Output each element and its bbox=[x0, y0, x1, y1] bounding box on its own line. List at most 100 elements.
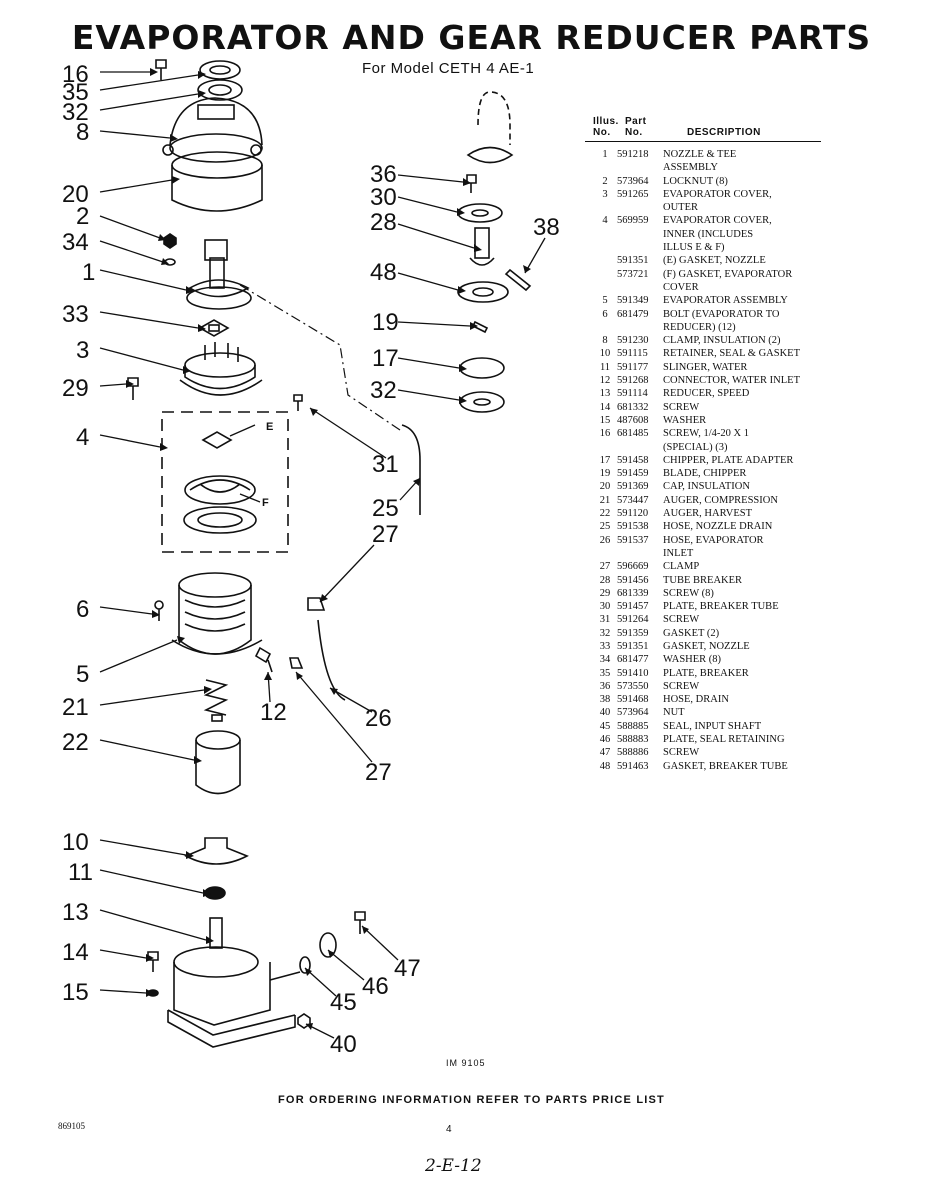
callout-10: 10 bbox=[62, 829, 89, 856]
part-description: INNER (INCLUDES bbox=[663, 228, 754, 240]
callout-27-top: 27 bbox=[372, 521, 399, 548]
part-description: BOLT (EVAPORATOR TO bbox=[663, 308, 780, 320]
illus-no: 28 bbox=[599, 574, 611, 586]
illus-no bbox=[593, 161, 617, 174]
header-illus-top: Illus. bbox=[593, 116, 619, 127]
part-description: SEAL, INPUT SHAFT bbox=[663, 720, 762, 732]
illus-no: 35 bbox=[599, 667, 611, 679]
part-description: CLAMP, INSULATION (2) bbox=[663, 335, 781, 347]
table-row: 573721(F) GASKET, EVAPORATOR bbox=[593, 268, 833, 281]
part-no: 681339 bbox=[617, 587, 649, 599]
callout-33: 33 bbox=[62, 301, 89, 328]
illus-no: 45 bbox=[599, 720, 611, 732]
table-row: REDUCER) (12) bbox=[593, 321, 833, 334]
callout-6: 6 bbox=[76, 596, 89, 623]
illus-no: 15 bbox=[599, 414, 611, 426]
illus-no: 27 bbox=[599, 561, 611, 573]
illus-no: 48 bbox=[599, 760, 611, 772]
part-no: 681485 bbox=[617, 428, 649, 440]
part-no: 591177 bbox=[617, 361, 649, 373]
callout-48: 48 bbox=[370, 259, 397, 286]
part-description: HOSE, EVAPORATOR bbox=[663, 534, 764, 546]
part-no bbox=[617, 201, 663, 214]
part-no: 591265 bbox=[617, 188, 649, 200]
callout-27-bottom: 27 bbox=[365, 759, 392, 786]
illus-no: 26 bbox=[599, 534, 611, 546]
part-description: HOSE, NOZZLE DRAIN bbox=[663, 521, 773, 533]
part-no: 591369 bbox=[617, 481, 649, 493]
callout-5: 5 bbox=[76, 661, 89, 688]
illus-no: 17 bbox=[599, 454, 611, 466]
part-no: 573550 bbox=[617, 680, 649, 692]
table-row: 26 591537 HOSE, EVAPORATOR bbox=[593, 534, 833, 547]
part-no bbox=[617, 228, 663, 241]
callout-letter-e: E bbox=[266, 421, 273, 433]
part-no: 573964 bbox=[617, 175, 649, 187]
callout-47: 47 bbox=[394, 955, 421, 982]
illus-no: 12 bbox=[599, 375, 611, 387]
illus-no: 47 bbox=[599, 747, 611, 759]
part-no: 573447 bbox=[617, 494, 649, 506]
illus-no: 1 bbox=[602, 149, 608, 160]
callout-32-right: 32 bbox=[370, 377, 397, 404]
part-no: 487608 bbox=[617, 414, 649, 426]
illus-no: 33 bbox=[599, 640, 611, 652]
part-no: 588883 bbox=[617, 734, 649, 746]
callout-11: 11 bbox=[68, 859, 93, 886]
callout-38: 38 bbox=[533, 214, 560, 241]
table-row: ASSEMBLY bbox=[593, 161, 833, 174]
part-description: SCREW bbox=[663, 401, 700, 413]
part-description: GASKET (2) bbox=[663, 627, 720, 639]
illus-no bbox=[593, 268, 617, 281]
model-subtitle: For Model CETH 4 AE-1 bbox=[362, 60, 535, 77]
part-description: SCREW (8) bbox=[663, 587, 714, 599]
illus-no: 13 bbox=[599, 388, 611, 400]
illus-no: 38 bbox=[599, 694, 611, 706]
callout-35: 35 bbox=[62, 79, 89, 106]
part-no: 591537 bbox=[617, 534, 649, 546]
illus-no: 11 bbox=[599, 361, 611, 373]
illus-no: 20 bbox=[599, 481, 611, 493]
part-no bbox=[617, 241, 663, 254]
part-description: BLADE, CHIPPER bbox=[663, 468, 747, 480]
part-no: 588885 bbox=[617, 720, 649, 732]
parts-table-header: Illus. Part bbox=[593, 116, 833, 127]
callout-22: 22 bbox=[62, 729, 89, 756]
callout-31: 31 bbox=[372, 451, 399, 478]
part-no: 591218 bbox=[617, 149, 649, 160]
part-description: HOSE, DRAIN bbox=[663, 694, 729, 706]
part-description: AUGER, COMPRESSION bbox=[663, 494, 778, 506]
illus-no: 46 bbox=[599, 734, 611, 746]
callout-40: 40 bbox=[330, 1031, 357, 1058]
header-part-bottom: No. bbox=[625, 127, 643, 138]
part-no bbox=[617, 321, 663, 334]
parts-table-header-row2: No. No. DESCRIPTION bbox=[593, 127, 833, 138]
part-description: GASKET, BREAKER TUBE bbox=[663, 760, 788, 772]
header-rule bbox=[585, 141, 821, 142]
illus-no: 31 bbox=[599, 614, 611, 626]
part-no: 591264 bbox=[617, 614, 649, 626]
illus-no: 34 bbox=[599, 654, 611, 666]
callout-30: 30 bbox=[370, 184, 397, 211]
part-description: WASHER bbox=[663, 414, 707, 426]
part-no: 588886 bbox=[617, 747, 649, 759]
image-number: IM 9105 bbox=[446, 1058, 486, 1068]
callout-2: 2 bbox=[76, 203, 89, 230]
part-no: 591351 bbox=[617, 640, 649, 652]
part-description: PLATE, BREAKER bbox=[663, 667, 749, 679]
illus-no: 14 bbox=[599, 401, 611, 413]
table-row: COVER bbox=[593, 281, 833, 294]
